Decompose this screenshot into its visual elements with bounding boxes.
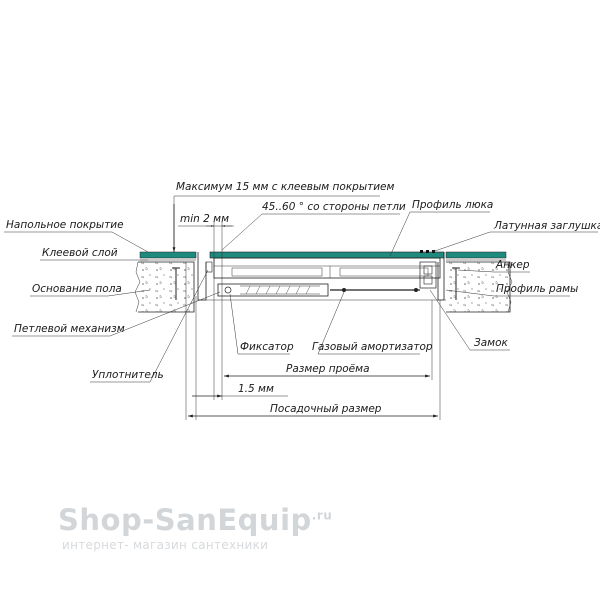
gas-spring [330,288,420,292]
brand-watermark: Shop-SanEquip.ru интернет- магазин санте… [58,503,358,552]
floor-cover-left [139,251,197,259]
anchor-left [172,267,180,300]
label-lock: Замок [474,337,509,349]
brand-tld: .ru [311,508,333,523]
label-hatch-profile: Профиль люка [412,199,493,211]
label-min-2mm: min 2 мм [180,213,229,225]
hatch-lid-cover [209,251,445,259]
label-angle: 45..60 ° со стороны петли [262,201,406,213]
label-glue-layer: Клеевой слой [42,247,118,259]
label-frame-profile: Профиль рамы [496,283,578,295]
label-brass-plug: Латунная заглушка [493,220,600,232]
label-dim-1-5: 1.5 мм [238,383,274,395]
hinge-mechanism [217,283,329,297]
label-gas-spring: Газовый амортизатор [312,341,433,353]
label-fixator: Фиксатор [240,341,294,353]
label-seal: Уплотнитель [92,369,164,381]
floor-base-right [446,261,513,313]
brand-tagline: интернет- магазин сантехники [62,538,269,552]
label-anchor: Анкер [495,259,530,271]
frame-profile [197,252,446,301]
floor-base-left [134,261,195,313]
lock-mechanism [419,261,437,289]
label-floor-cover: Напольное покрытие [6,219,124,231]
label-hinge: Петлевой механизм [14,323,125,335]
label-max-15mm: Максимум 15 мм с клеевым покрытием [176,181,395,193]
label-fit-size: Посадочный размер [270,403,382,415]
label-floor-base: Основание пола [32,283,122,295]
floor-cover-right [445,251,507,259]
anchor-right [452,267,460,300]
brand-name: Shop-SanEquip.ru [58,503,333,537]
label-opening-size: Размер проёма [286,363,370,375]
seal [205,261,213,273]
